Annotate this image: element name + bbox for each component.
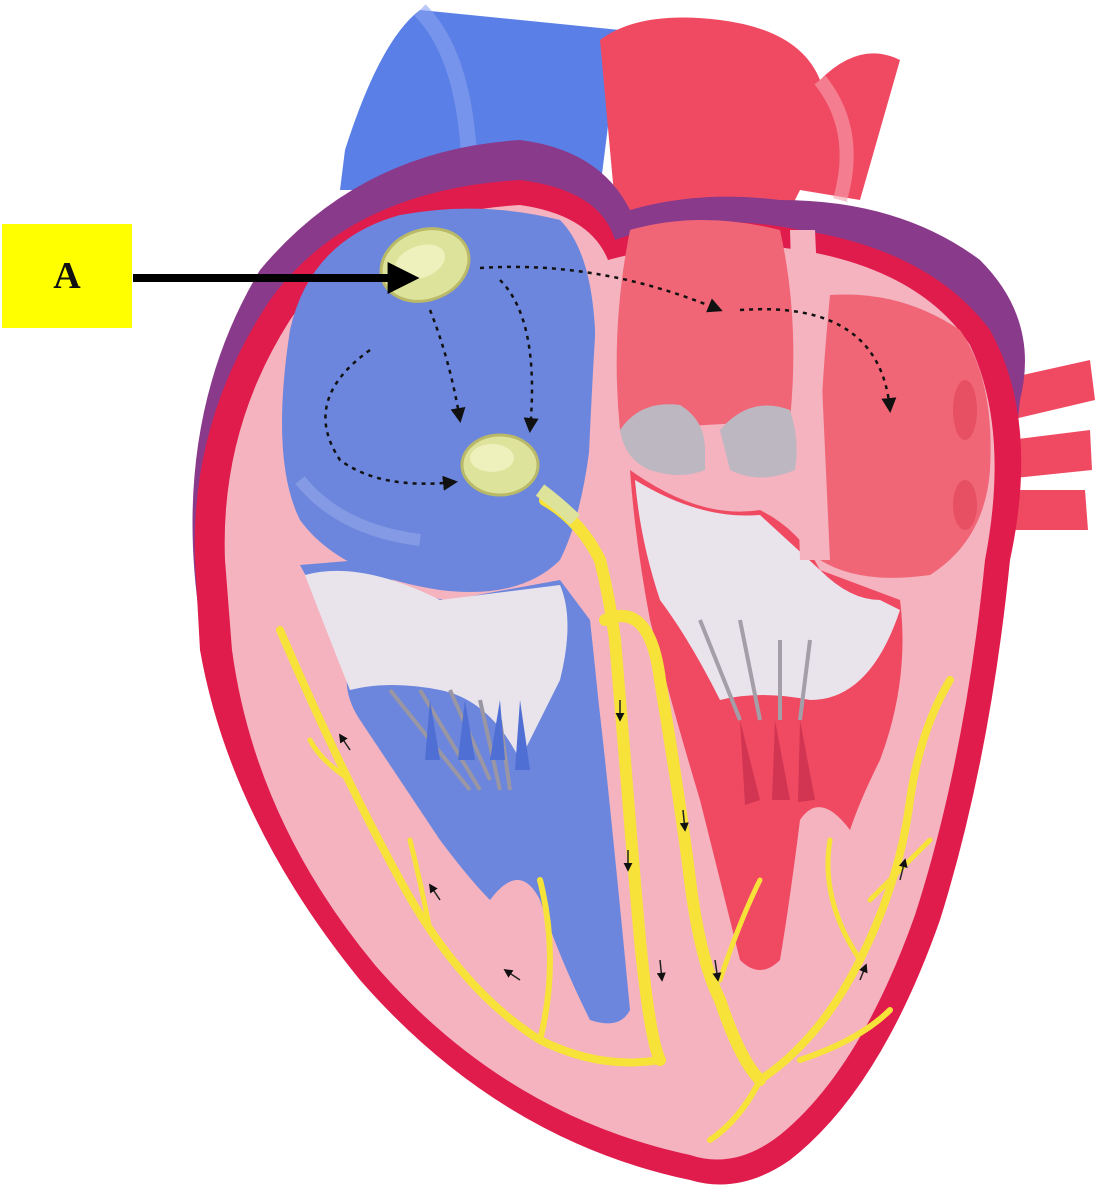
purkinje-left [756, 676, 954, 1084]
dotted-arrow-icon [479, 265, 723, 313]
interventricular-septum [585, 260, 713, 1080]
mitral-valve [635, 480, 900, 700]
left-bundle-branch [599, 610, 766, 1086]
bundle-of-his [539, 494, 666, 1066]
conduction-arrows [339, 700, 908, 982]
tricuspid-valve [305, 570, 568, 760]
label-a: A [53, 255, 81, 297]
purkinje-right [276, 626, 664, 1067]
chordae-left [698, 619, 812, 721]
av-node [460, 433, 580, 525]
svc-shape [340, 10, 620, 190]
impulse-paths [324, 265, 897, 491]
conduction-system [276, 494, 954, 1143]
aorta [600, 17, 900, 260]
left-atrium [818, 294, 991, 578]
pulmonary-trunk-inner [616, 220, 794, 430]
papillary-left [740, 720, 815, 805]
semilunar-valves [620, 404, 797, 478]
atrial-septum [790, 230, 830, 560]
label-box-bg [2, 224, 132, 328]
papillary-right [425, 700, 530, 770]
